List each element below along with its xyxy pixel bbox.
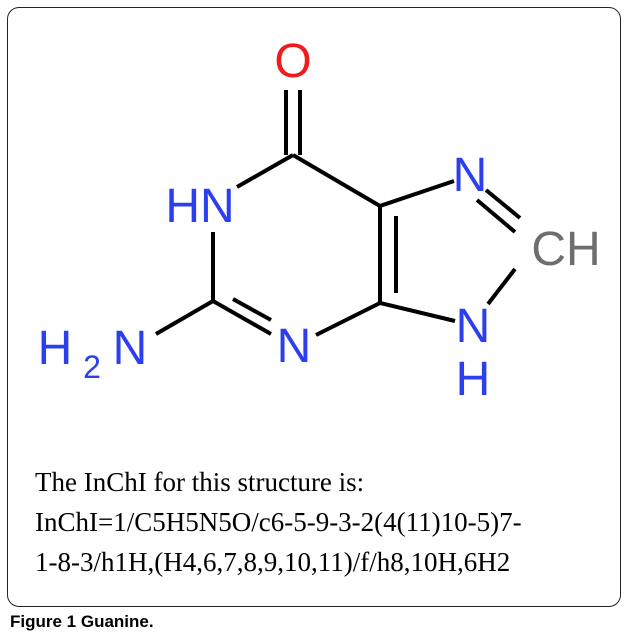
inchi-line-1: InChI=1/C5H5N5O/c6-5-9-3-2(4(11)10-5)7- [35,507,522,537]
guanine-structure: O HN N CH N H N H 2 N [38,35,601,406]
n9-atom: N [456,300,491,353]
c8-atom: CH [531,223,600,276]
amine-subscript: 2 [83,349,101,385]
inchi-line-2: 1-8-3/h1H,(H4,6,7,8,9,10,11)/f/h8,10H,6H… [35,547,511,577]
bond-c6-c5 [291,153,382,208]
inchi-intro: The InChI for this structure is: [35,467,365,497]
figure-frame [7,7,621,607]
inchi-block: The InChI for this structure is: InChI=1… [35,462,615,582]
bond-n3-c2 [212,299,272,336]
figure-title: Guanine. [80,612,154,631]
bonds [154,90,522,337]
oxygen-atom: O [274,35,311,88]
amine-hydrogen: H [38,322,73,375]
n3-atom: N [277,320,312,373]
bond-n7-c8-double [484,188,522,220]
atom-labels: O HN N CH N H N H 2 N [38,35,601,406]
amine-nitrogen: N [113,322,148,375]
n9-hydrogen: H [456,353,491,406]
figure-caption: Figure 1 Guanine. [10,612,154,632]
figure-label: Figure 1 [10,612,77,631]
n7-atom: N [453,149,488,202]
bond-c4-n9 [379,301,456,323]
bond-c2-nh2 [154,299,215,336]
n1-atom: HN [165,180,234,233]
bond-c4-n3 [315,301,381,337]
bond-n3-c2-double [232,297,272,322]
bond-c5-n7 [379,179,455,208]
bond-c6-n1 [236,153,294,189]
bond-n7-c8 [475,198,517,234]
bond-c8-n9 [486,267,517,306]
